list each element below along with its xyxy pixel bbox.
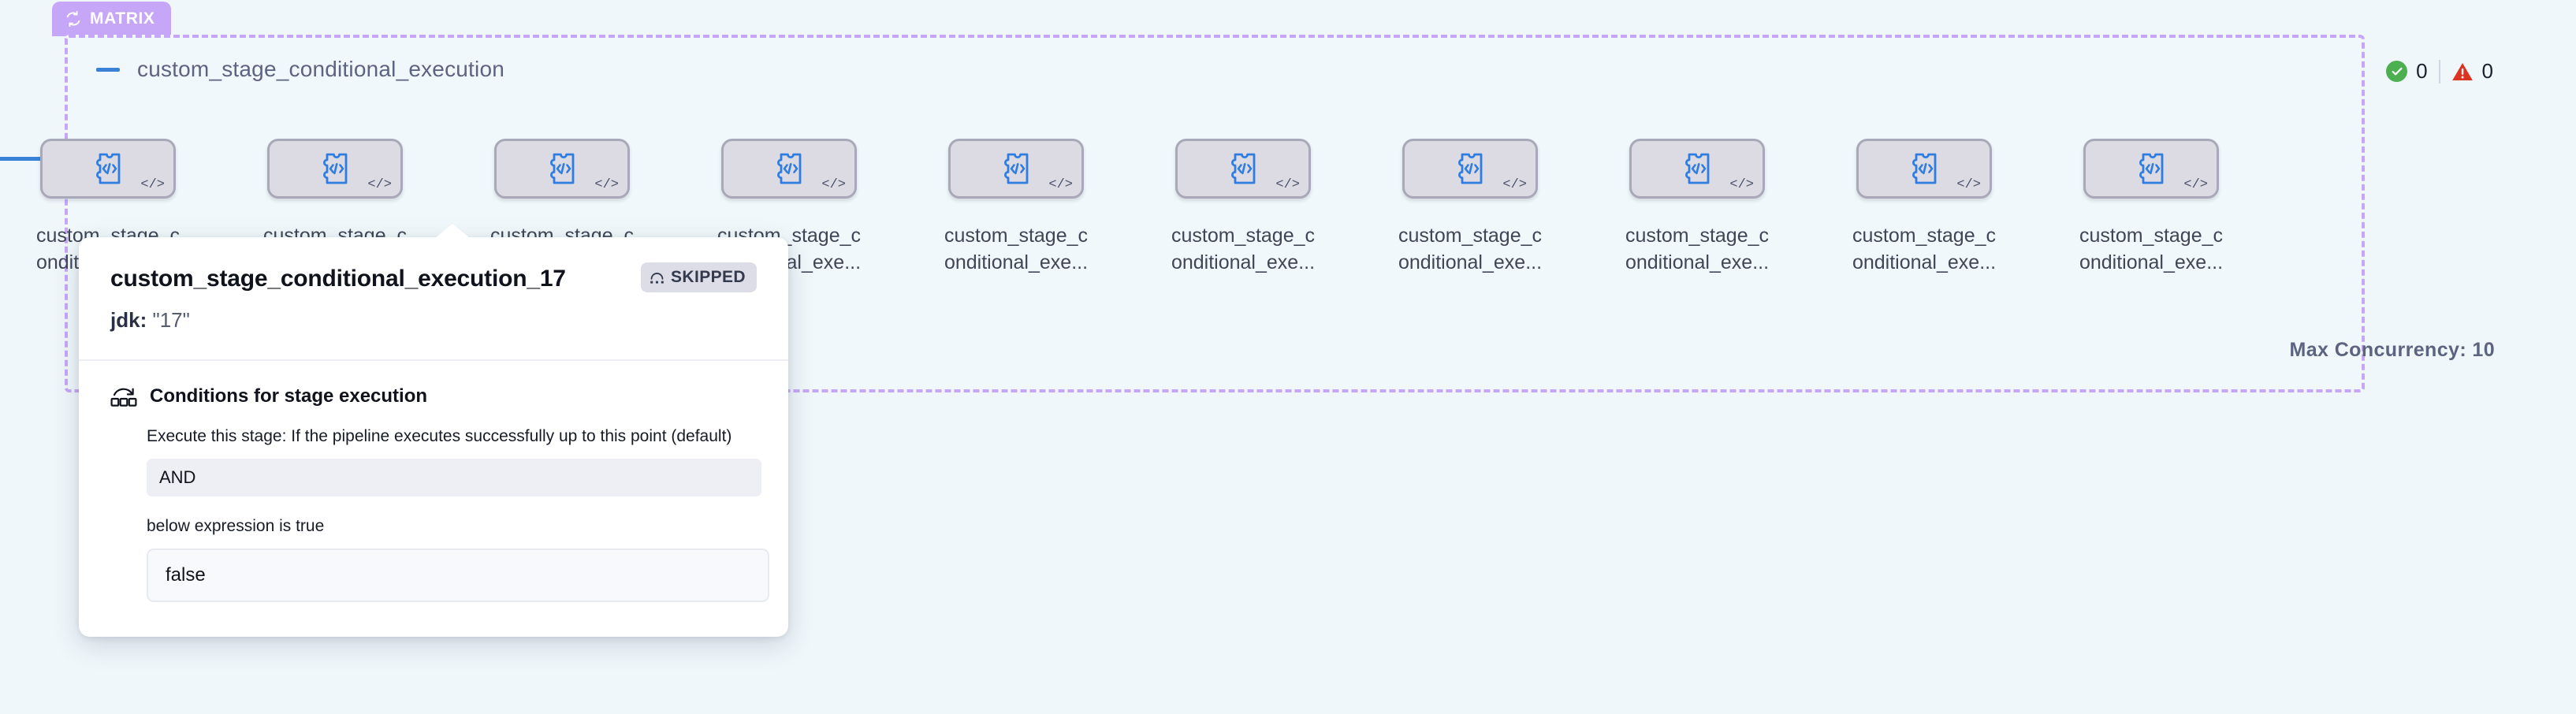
conditions-header: Conditions for stage execution <box>110 385 757 408</box>
custom-stage-icon <box>772 152 806 185</box>
custom-stage-icon <box>1226 152 1260 185</box>
stage-tooltip: custom_stage_conditional_execution_17 SK… <box>79 224 788 638</box>
status-badge: SKIPPED <box>641 262 757 292</box>
condition-operator-field: AND <box>147 459 761 497</box>
matrix-node-label: custom_stage_c onditional_exe... <box>1372 222 1569 276</box>
matrix-node-box[interactable]: </> <box>1856 139 1992 199</box>
counter-divider <box>2438 59 2440 84</box>
expression-value-field: false <box>147 549 769 603</box>
matrix-node[interactable]: </> custom_stage_c onditional_exe... <box>2053 139 2250 276</box>
skipped-icon <box>650 271 664 284</box>
matrix-node-label-line2: onditional_exe... <box>944 251 1089 273</box>
matrix-axis-key: jdk: <box>110 308 147 332</box>
matrix-group-tab[interactable]: MATRIX <box>52 2 171 36</box>
matrix-node[interactable]: </> custom_stage_c onditional_exe... <box>1599 139 1796 276</box>
custom-stage-icon <box>1453 152 1487 185</box>
custom-stage-icon <box>545 152 579 185</box>
custom-stage-icon <box>318 152 352 185</box>
matrix-node-box[interactable]: </> <box>1175 139 1311 199</box>
code-brackets-icon: </> <box>367 177 392 192</box>
matrix-node-label: custom_stage_c onditional_exe... <box>1599 222 1796 276</box>
matrix-node-label-line2: onditional_exe... <box>1625 251 1770 273</box>
code-brackets-icon: </> <box>1956 177 1981 192</box>
conditions-title: Conditions for stage execution <box>150 385 428 407</box>
matrix-node-box[interactable]: </> <box>948 139 1084 199</box>
custom-stage-icon <box>1680 152 1714 185</box>
minus-collapse-icon[interactable] <box>96 67 120 72</box>
code-brackets-icon: </> <box>2183 177 2208 192</box>
custom-stage-icon <box>91 152 125 185</box>
matrix-node-box[interactable]: </> <box>267 139 403 199</box>
matrix-node-label: custom_stage_c onditional_exe... <box>1826 222 2023 276</box>
matrix-node-label-line2: onditional_exe... <box>1398 251 1543 273</box>
status-badge-label: SKIPPED <box>671 268 746 286</box>
success-counter: 0 <box>2386 59 2428 84</box>
tooltip-arrow <box>435 224 470 238</box>
custom-stage-icon <box>999 152 1033 185</box>
code-brackets-icon: </> <box>140 177 165 192</box>
status-counters: 0 0 <box>2386 59 2493 84</box>
conditional-execution-icon <box>110 385 137 408</box>
matrix-node-box[interactable]: </> <box>494 139 630 199</box>
code-brackets-icon: </> <box>1275 177 1300 192</box>
matrix-node-box[interactable]: </> <box>1402 139 1538 199</box>
matrix-axis-value: jdk: "17" <box>110 308 757 333</box>
matrix-node[interactable]: </> custom_stage_c onditional_exe... <box>918 139 1115 276</box>
custom-stage-icon <box>2134 152 2168 185</box>
matrix-axis-val: "17" <box>152 308 190 332</box>
success-count: 0 <box>2416 59 2428 83</box>
code-brackets-icon: </> <box>1048 177 1073 192</box>
matrix-node[interactable]: </> custom_stage_c onditional_exe... <box>1145 139 1342 276</box>
matrix-node-label: custom_stage_c onditional_exe... <box>2053 222 2250 276</box>
code-brackets-icon: </> <box>821 177 846 192</box>
incoming-edge <box>0 157 68 161</box>
matrix-node-box[interactable]: </> <box>40 139 176 199</box>
matrix-node[interactable]: </> custom_stage_c onditional_exe... <box>1372 139 1569 276</box>
tooltip-title: custom_stage_conditional_execution_17 <box>110 266 566 292</box>
matrix-node[interactable]: </> custom_stage_c onditional_exe... <box>1826 139 2023 276</box>
check-circle-icon <box>2386 61 2408 82</box>
matrix-node[interactable]: </>custom_stage_conditional_exe... <box>9 139 207 276</box>
code-brackets-icon: </> <box>1502 177 1527 192</box>
matrix-node-box[interactable]: </> <box>2083 139 2219 199</box>
matrix-node-label-line2: onditional_exe... <box>2079 251 2224 273</box>
matrix-node-label-line2: onditional_exe... <box>1171 251 1316 273</box>
matrix-node-label-line1: custom_stage_c <box>1625 225 1770 247</box>
matrix-group-header: custom_stage_conditional_execution <box>96 57 504 82</box>
matrix-node-box[interactable]: </> <box>721 139 857 199</box>
matrix-node-box[interactable]: </> <box>1629 139 1765 199</box>
matrix-node-label-line1: custom_stage_c <box>1852 225 1997 247</box>
code-brackets-icon: </> <box>594 177 619 192</box>
matrix-node-label: custom_stage_c onditional_exe... <box>918 222 1115 276</box>
matrix-node-label-line1: custom_stage_c <box>1398 225 1543 247</box>
matrix-node-label-line1: custom_stage_c <box>944 225 1089 247</box>
tooltip-header: custom_stage_conditional_execution_17 SK… <box>79 237 788 359</box>
matrix-node-label-line1: custom_stage_c <box>2079 225 2224 247</box>
matrix-node-label-line2: onditional_exe... <box>1852 251 1997 273</box>
warning-triangle-icon <box>2451 61 2474 82</box>
custom-stage-icon <box>1907 152 1941 185</box>
matrix-node-label-line1: custom_stage_c <box>1171 225 1316 247</box>
loop-refresh-icon <box>65 10 82 28</box>
code-brackets-icon: </> <box>1729 177 1754 192</box>
warning-counter: 0 <box>2451 59 2493 84</box>
expression-label: below expression is true <box>147 517 325 536</box>
tooltip-body: Conditions for stage execution Execute t… <box>79 359 788 637</box>
warning-count: 0 <box>2481 59 2493 83</box>
matrix-group-title: custom_stage_conditional_execution <box>137 57 504 81</box>
matrix-node-label: custom_stage_c onditional_exe... <box>1145 222 1342 276</box>
conditions-description: Execute this stage: If the pipeline exec… <box>147 427 732 445</box>
max-concurrency-label: Max Concurrency: 10 <box>2289 339 2495 361</box>
matrix-tab-label: MATRIX <box>90 9 155 28</box>
